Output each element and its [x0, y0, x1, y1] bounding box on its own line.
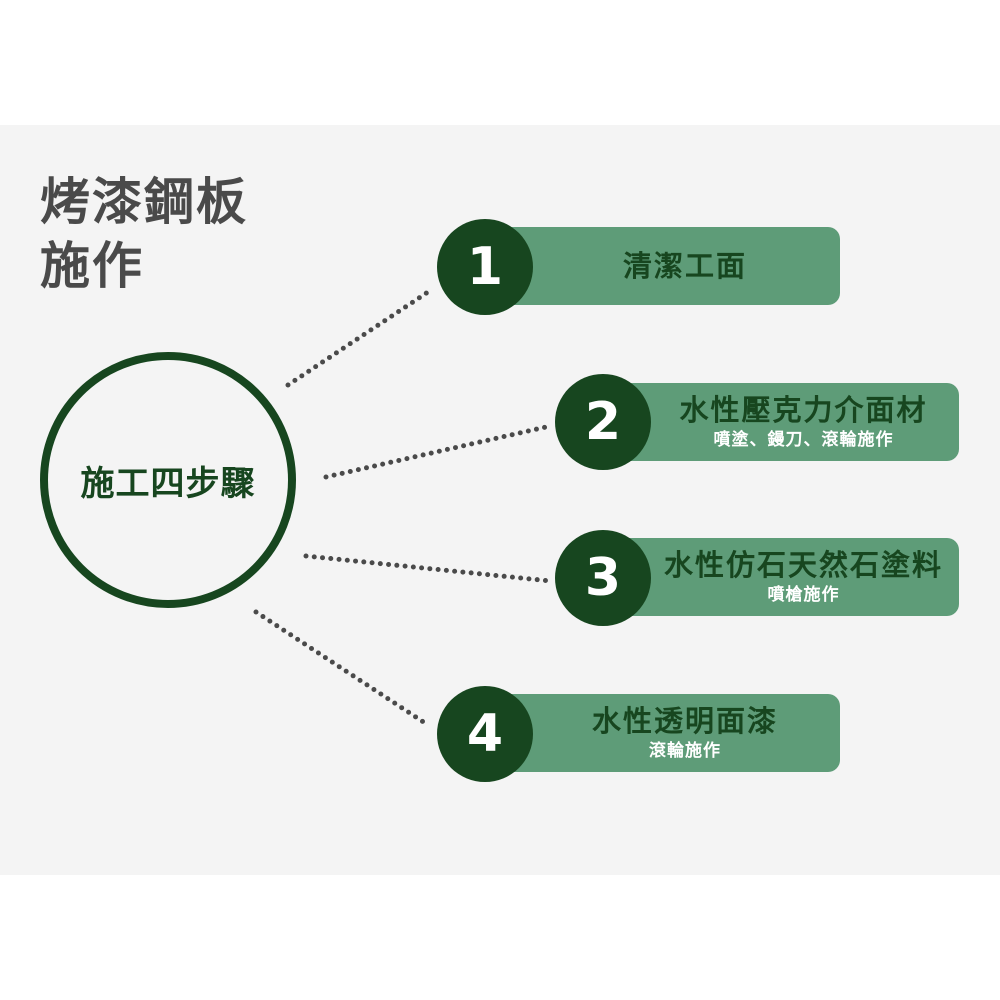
page-title: 烤漆鋼板 施作	[40, 170, 248, 298]
step-2-number: 2	[584, 392, 622, 452]
step-4-title: 水性透明面漆	[591, 704, 778, 738]
step-2-badge: 2	[555, 374, 651, 470]
step-1-bar: 清潔工面	[490, 227, 840, 305]
step-3-title: 水性仿石天然石塗料	[663, 548, 943, 582]
step-3-number: 3	[584, 548, 622, 608]
connector-line-3	[303, 553, 553, 584]
step-1-badge: 1	[437, 219, 533, 315]
step-4-bar: 水性透明面漆 滾輪施作	[490, 694, 840, 772]
step-1-title: 清潔工面	[622, 249, 747, 283]
step-4-number: 4	[466, 704, 504, 764]
step-4-subtitle: 滾輪施作	[649, 741, 721, 761]
connector-line-4	[253, 609, 431, 728]
title-line-2: 施作	[40, 237, 144, 295]
step-3-subtitle: 噴槍施作	[767, 585, 840, 605]
connector-line-2	[323, 424, 549, 480]
step-2-subtitle: 噴塗、鏝刀、滾輪施作	[713, 430, 894, 450]
connector-line-1	[285, 289, 431, 388]
step-2-bar: 水性壓克力介面材 噴塗、鏝刀、滾輪施作	[608, 383, 959, 461]
hub-label: 施工四步驟	[80, 463, 256, 504]
hub-circle: 施工四步驟	[40, 352, 296, 608]
step-1-number: 1	[466, 237, 504, 297]
step-2-title: 水性壓克力介面材	[679, 393, 928, 427]
step-4-badge: 4	[437, 686, 533, 782]
step-3-bar: 水性仿石天然石塗料 噴槍施作	[608, 538, 959, 616]
title-line-1: 烤漆鋼板	[40, 173, 248, 231]
step-3-badge: 3	[555, 530, 651, 626]
